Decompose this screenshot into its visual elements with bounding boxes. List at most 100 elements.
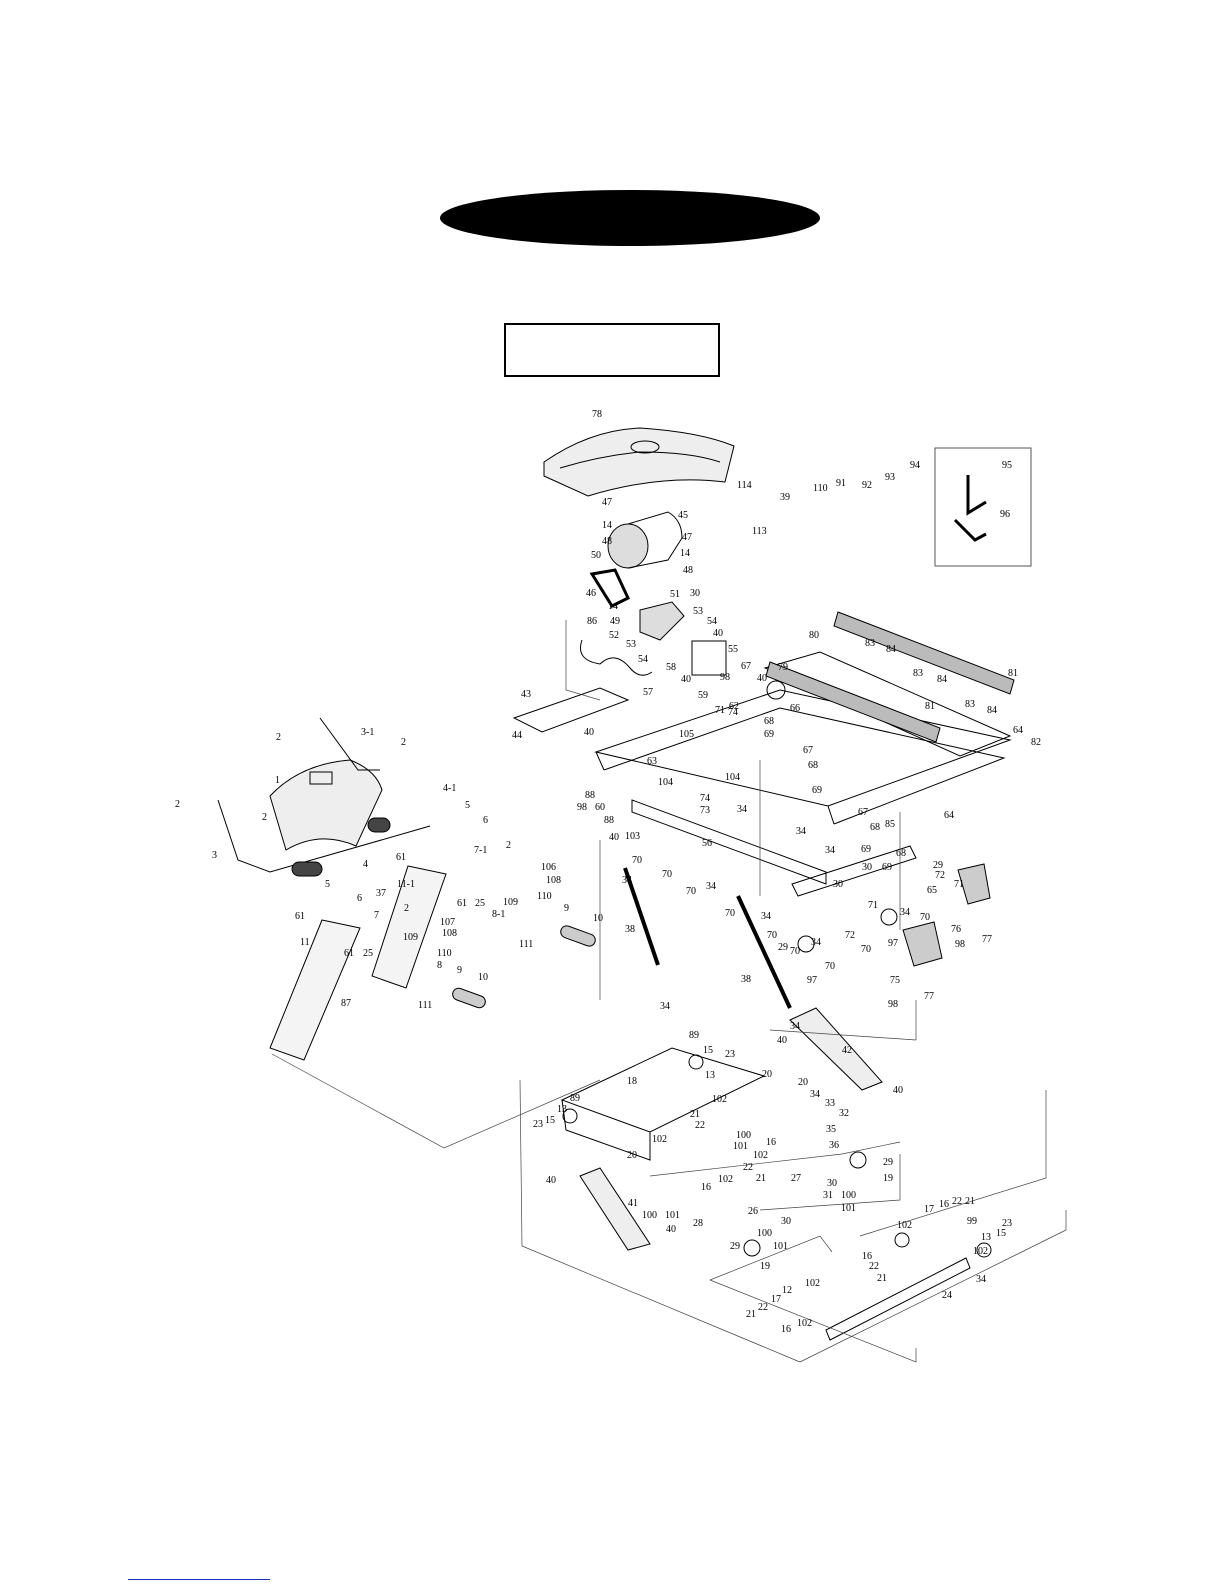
callout-c15b: 15: [545, 1115, 555, 1126]
callout-c111a: 111: [519, 939, 533, 950]
callout-c30d: 30: [827, 1178, 837, 1189]
callout-c97b: 97: [807, 975, 817, 986]
callout-c100c: 100: [642, 1210, 657, 1221]
callout-c102b: 102: [652, 1134, 667, 1145]
callout-c5a: 5: [465, 800, 470, 811]
callout-c61b: 61: [457, 898, 467, 909]
callout-c95: 95: [1002, 460, 1012, 471]
callout-c16a: 16: [766, 1137, 776, 1148]
callout-c71c: 71: [868, 900, 878, 911]
callout-c93: 93: [885, 472, 895, 483]
callout-c13a: 13: [705, 1070, 715, 1081]
callout-c80: 80: [809, 630, 819, 641]
callout-c16c: 16: [939, 1199, 949, 1210]
hex-key-95: [966, 475, 987, 516]
callout-c20a: 20: [762, 1069, 772, 1080]
callout-c1: 1: [275, 775, 280, 786]
callout-c64a: 64: [1013, 725, 1023, 736]
callout-c108b: 108: [442, 928, 457, 939]
callout-c40c: 40: [757, 673, 767, 684]
callout-c22e: 22: [758, 1302, 768, 1313]
callout-c29d: 29: [730, 1241, 740, 1252]
callout-c62: 62: [729, 701, 739, 712]
callout-c57: 57: [643, 687, 653, 698]
callout-c63: 63: [647, 756, 657, 767]
callout-c81x: 8-1: [492, 909, 505, 920]
section-title-banner: [440, 190, 820, 246]
callout-c2a: 2: [276, 732, 281, 743]
callout-c70a: 70: [632, 855, 642, 866]
callout-c109b: 109: [403, 932, 418, 943]
callout-c13c: 13: [981, 1232, 991, 1243]
wheel-19b: [743, 1239, 761, 1257]
side-cover-42: [789, 1007, 883, 1091]
handle-bar-3: [217, 799, 431, 873]
callout-c61d: 61: [344, 948, 354, 959]
callout-c66: 66: [790, 703, 800, 714]
callout-c65: 65: [927, 885, 937, 896]
hardware-inset-box: [934, 447, 1032, 567]
grip-10a: [560, 925, 596, 947]
callout-c20b: 20: [798, 1077, 808, 1088]
callout-c2e: 2: [506, 840, 511, 851]
controller-plate-55: [691, 640, 727, 676]
motor-hood-78: [543, 427, 735, 497]
callout-c88a: 88: [585, 790, 595, 801]
callout-c110b: 110: [437, 948, 452, 959]
base-frame: [560, 1047, 766, 1133]
callout-c14a: 14: [602, 520, 612, 531]
callout-c5b: 5: [325, 879, 330, 890]
callout-c92: 92: [862, 480, 872, 491]
callout-c50: 50: [591, 550, 601, 561]
grip-10b: [452, 987, 486, 1009]
callout-c13b: 13: [557, 1104, 567, 1115]
callout-c14b: 14: [680, 548, 690, 559]
callout-c70h: 70: [861, 944, 871, 955]
callout-c69b: 69: [812, 785, 822, 796]
callout-c40b: 40: [681, 674, 691, 685]
deck-frame: [594, 689, 1012, 807]
upright-11-1: [371, 865, 447, 989]
callout-c40g: 40: [893, 1085, 903, 1096]
callout-c100a: 100: [736, 1130, 751, 1141]
side-cover-41: [579, 1167, 651, 1251]
callout-c7: 7: [374, 910, 379, 921]
callout-c6a: 6: [483, 815, 488, 826]
callout-c102h: 102: [797, 1318, 812, 1329]
callout-c56: 56: [702, 838, 712, 849]
callout-c83c: 83: [965, 699, 975, 710]
callout-c101c: 101: [841, 1203, 856, 1214]
callout-c22b: 22: [743, 1162, 753, 1173]
callout-c84b: 84: [937, 674, 947, 685]
callout-c2c: 2: [175, 799, 180, 810]
callout-c111x: 11-1: [397, 879, 415, 890]
callout-c52: 52: [609, 630, 619, 641]
callout-c67a: 67: [741, 661, 751, 672]
console-1: [269, 759, 383, 851]
callout-c48a: 48: [602, 536, 612, 547]
callout-c70g: 70: [790, 946, 800, 957]
lift-frame-24: [825, 1257, 971, 1341]
callout-c47a: 47: [602, 497, 612, 508]
callout-c30b: 30: [862, 862, 872, 873]
callout-c29a: 29: [933, 860, 943, 871]
callout-c9a: 9: [564, 903, 569, 914]
frame-rail-65: [791, 845, 917, 897]
footer-link-underline[interactable]: [128, 1579, 270, 1580]
running-board-80: [763, 651, 1012, 757]
callout-c72a: 72: [935, 870, 945, 881]
callout-c68b: 68: [808, 760, 818, 771]
callout-c22d: 22: [869, 1261, 879, 1272]
callout-c35: 35: [826, 1124, 836, 1135]
callout-c21e: 21: [746, 1309, 756, 1320]
power-cord-86: [580, 639, 653, 676]
end-cap-75: [902, 921, 943, 967]
controller-board-43: [512, 687, 630, 733]
callout-c73: 73: [700, 805, 710, 816]
callout-c100b: 100: [841, 1190, 856, 1201]
callout-c41: 41: [628, 1198, 638, 1209]
callout-c113: 113: [752, 526, 767, 537]
callout-c21d: 21: [877, 1273, 887, 1284]
